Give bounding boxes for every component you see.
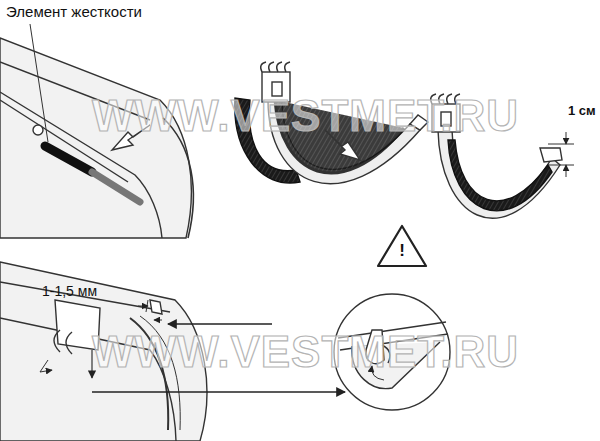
part-label: Элемент жесткости: [6, 4, 142, 21]
gutter-joint-part: [54, 330, 72, 354]
warning-triangle-part: [378, 226, 426, 266]
dimension-label: 1-1,5 мм: [42, 284, 97, 299]
connector-seal-detail-part: [566, 165, 567, 177]
connector-seal-detail-part: [448, 140, 552, 211]
watermark: WWW.VESTMET.RU: [92, 328, 519, 376]
detail-pointers-part: [92, 391, 345, 392]
connector-seal-detail-part: [566, 132, 567, 144]
connector-seal-detail-part: [548, 144, 574, 165]
gutter-joint-part: [40, 360, 52, 372]
gutter-with-stiffener-part: [33, 125, 43, 135]
warning-triangle: [378, 226, 426, 266]
connector-seal-detail-part: [540, 148, 562, 162]
gutter-connector-part: [261, 62, 290, 72]
gutter-joint-part: [154, 320, 162, 321]
gutter-joint-part: [150, 300, 162, 314]
detail-pointers-part: [168, 323, 272, 324]
dimension-label: 1 см: [568, 104, 596, 118]
connector-seal-detail-part: [438, 130, 560, 218]
watermark: WWW.VESTMET.RU: [92, 92, 519, 140]
gutter-with-stiffener-part: [45, 146, 92, 172]
gutter-with-stiffener-part: [92, 172, 140, 202]
gutter-with-stiffener-part: [30, 24, 48, 142]
warning-mark: !: [399, 242, 405, 261]
gutter-joint-part: [138, 306, 148, 307]
